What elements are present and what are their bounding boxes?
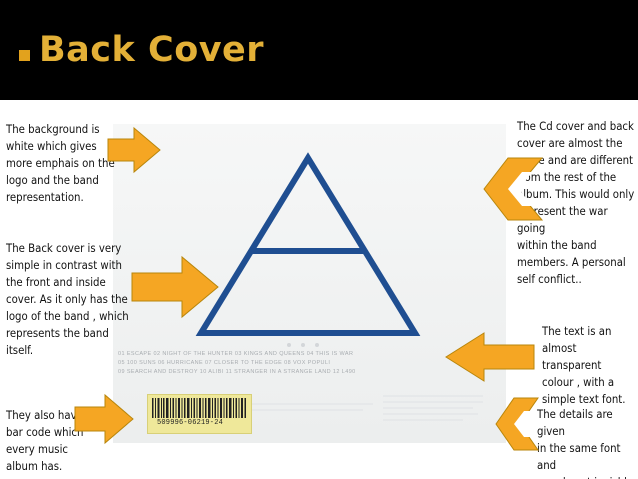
title-bar [0,0,638,100]
barcode-number: 509996-06219-24 [157,419,224,427]
note-text-font: The text is an almost transparent colour… [542,325,626,406]
note-simple-cover: The Back cover is very simple in contras… [6,242,129,357]
arrow-right-icon [74,393,134,445]
chevron-left-icon [483,157,544,221]
track-list-line: 01 ESCAPE 02 NIGHT OF THE HUNTER 03 KING… [118,351,354,357]
note-details: The details are given in the same font a… [537,408,636,479]
track-list-line: 09 SEARCH AND DESTROY 10 ALIBI 11 STRANG… [118,369,356,375]
slide-title: Back Cover [39,30,265,70]
arrow-right-icon [107,126,161,174]
track-list-line: 05 100 SUNS 06 HURRICANE 07 CLOSER TO TH… [118,360,331,366]
arrow-right-icon [131,255,219,319]
note-background: The background is white which gives more… [6,123,115,204]
arrow-left-icon [445,332,535,382]
chevron-left-icon [495,397,539,451]
title-bullet-icon [19,50,30,61]
note-cd-cover: The Cd cover and back cover are almost t… [517,120,635,286]
note-barcode: They also have a bar code which every mu… [6,409,92,473]
barcode-icon [152,398,246,418]
